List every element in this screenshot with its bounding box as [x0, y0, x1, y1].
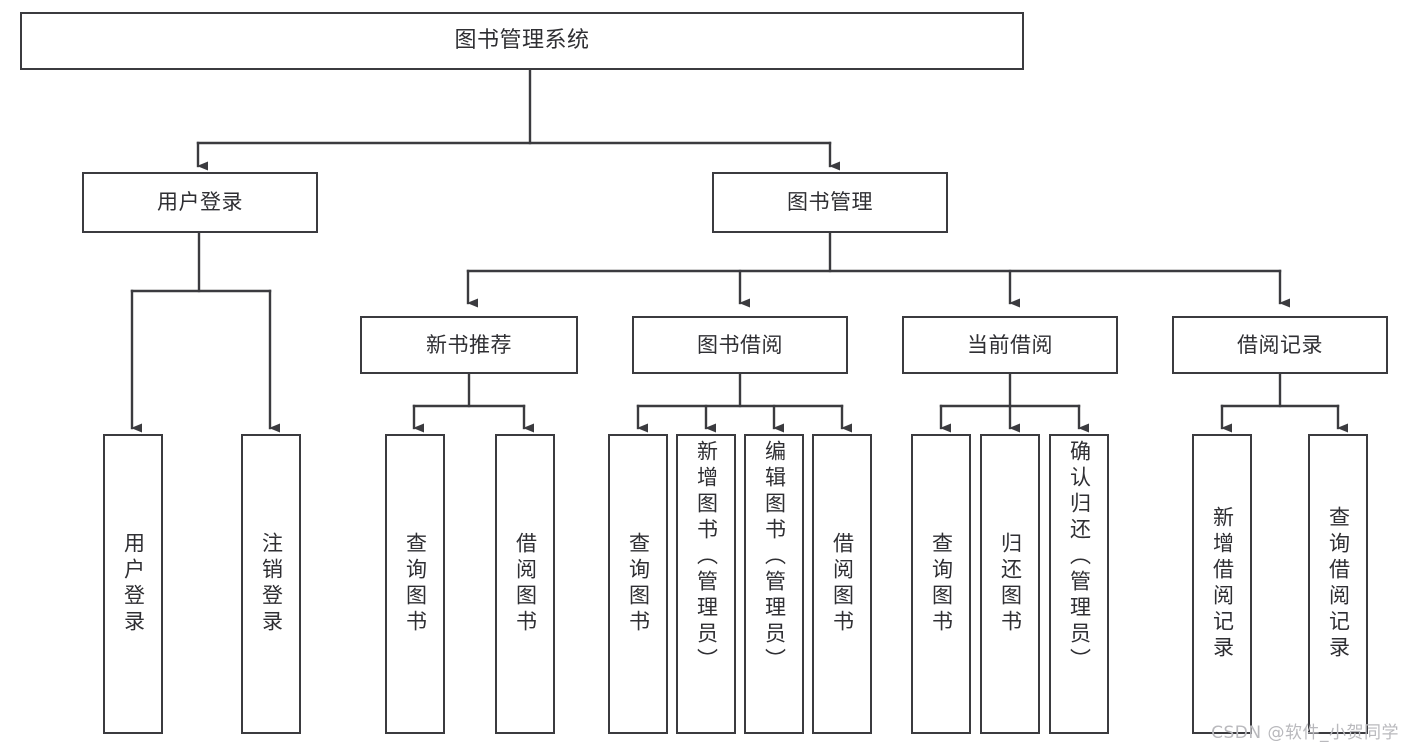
leaf-user-login-logout[interactable]: 注销登录 [241, 434, 301, 734]
node-label: 图书管理系统 [454, 28, 590, 54]
node-label: 查询图书 [403, 532, 428, 636]
leaf-borrow-add-book-admin[interactable]: 新增图书（管理员） [676, 434, 736, 734]
leaf-borrow-borrow-books[interactable]: 借阅图书 [812, 434, 872, 734]
leaf-current-query-books[interactable]: 查询图书 [911, 434, 971, 734]
node-borrowing-record[interactable]: 借阅记录 [1172, 316, 1388, 374]
node-user-login[interactable]: 用户登录 [82, 172, 318, 233]
node-label: 新增图书（管理员） [694, 440, 719, 674]
node-label: 用户登录 [121, 532, 146, 636]
node-label: 图书管理 [787, 190, 873, 215]
node-label: 编辑图书（管理员） [762, 440, 787, 674]
leaf-user-login-login[interactable]: 用户登录 [103, 434, 163, 734]
node-label: 注销登录 [259, 532, 284, 636]
leaf-record-query-borrow-record[interactable]: 查询借阅记录 [1308, 434, 1368, 734]
leaf-borrow-query-books[interactable]: 查询图书 [608, 434, 668, 734]
node-label: 查询借阅记录 [1326, 506, 1351, 662]
node-current-borrowing[interactable]: 当前借阅 [902, 316, 1118, 374]
node-label: 借阅图书 [830, 532, 855, 636]
leaf-new-book-query-books[interactable]: 查询图书 [385, 434, 445, 734]
leaf-borrow-edit-book-admin[interactable]: 编辑图书（管理员） [744, 434, 804, 734]
node-label: 用户登录 [157, 190, 243, 215]
node-book-borrowing[interactable]: 图书借阅 [632, 316, 848, 374]
node-label: 归还图书 [998, 532, 1023, 636]
leaf-current-return-books[interactable]: 归还图书 [980, 434, 1040, 734]
node-label: 借阅图书 [513, 532, 538, 636]
node-new-book-recommendation[interactable]: 新书推荐 [360, 316, 578, 374]
node-label: 当前借阅 [967, 332, 1053, 357]
node-label: 图书借阅 [697, 332, 783, 357]
node-label: 确认归还（管理员） [1067, 440, 1092, 674]
node-root-book-management-system[interactable]: 图书管理系统 [20, 12, 1024, 70]
node-label: 借阅记录 [1237, 332, 1323, 357]
node-label: 新书推荐 [426, 332, 512, 357]
leaf-current-confirm-return-admin[interactable]: 确认归还（管理员） [1049, 434, 1109, 734]
node-label: 新增借阅记录 [1210, 506, 1235, 662]
leaf-new-book-borrow-books[interactable]: 借阅图书 [495, 434, 555, 734]
node-book-management[interactable]: 图书管理 [712, 172, 948, 233]
leaf-record-add-borrow-record[interactable]: 新增借阅记录 [1192, 434, 1252, 734]
node-label: 查询图书 [929, 532, 954, 636]
node-label: 查询图书 [626, 532, 651, 636]
